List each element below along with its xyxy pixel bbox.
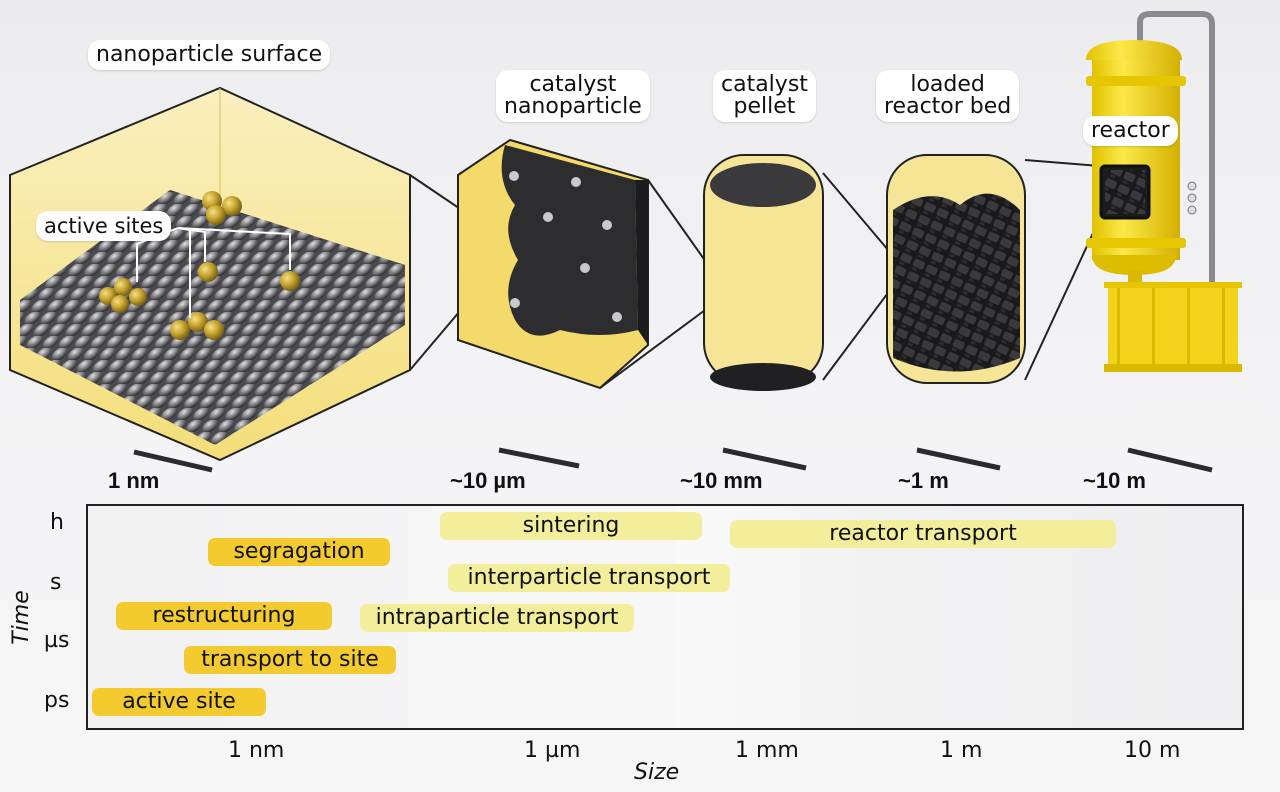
scale-label-10mm: ~10 mm bbox=[680, 468, 763, 493]
scale-bars bbox=[133, 447, 1213, 473]
xtick-1nm: 1 nm bbox=[228, 738, 285, 763]
scale-label-10m: ~10 m bbox=[1083, 468, 1146, 493]
catalyst-nanoparticle-panel bbox=[457, 138, 649, 390]
xtick-1um: 1 µm bbox=[524, 738, 581, 763]
ytick-h: h bbox=[50, 510, 64, 535]
reactor-label: reactor bbox=[1083, 116, 1178, 146]
scale-bar-10um bbox=[498, 447, 580, 469]
scale-bar-10m bbox=[1127, 447, 1213, 473]
scale-illustration bbox=[9, 11, 1242, 473]
process-transport-to-site: transport to site bbox=[184, 646, 396, 674]
process-segragation: segragation bbox=[208, 538, 390, 566]
y-axis-title: Time bbox=[8, 590, 34, 645]
process-sintering: sintering bbox=[440, 512, 702, 540]
process-restructuring: restructuring bbox=[116, 602, 332, 630]
nanoparticle-surface-label: nanoparticle surface bbox=[88, 40, 331, 70]
ytick-us: µs bbox=[44, 628, 70, 653]
process-intraparticle-transport: intraparticle transport bbox=[360, 604, 634, 632]
active-sites-label: active sites bbox=[36, 211, 172, 241]
catalyst-pellet-panel bbox=[703, 154, 824, 391]
xtick-1mm: 1 mm bbox=[735, 738, 799, 763]
xtick-1m: 1 m bbox=[940, 738, 983, 763]
ytick-s: s bbox=[50, 570, 62, 595]
process-active-site: active site bbox=[92, 688, 266, 716]
process-interparticle-transport: interparticle transport bbox=[448, 564, 730, 592]
scale-bar-10mm bbox=[722, 447, 807, 471]
loaded-reactor-bed-label: loaded reactor bed bbox=[876, 70, 1020, 122]
scale-bar-1nm bbox=[133, 449, 213, 473]
xtick-10m: 10 m bbox=[1124, 738, 1181, 763]
catalyst-nanoparticle-label: catalyst nanoparticle bbox=[496, 70, 650, 122]
scale-label-1m: ~1 m bbox=[898, 468, 949, 493]
reactor-illustration bbox=[1086, 11, 1242, 372]
time-size-chart: sintering reactor transport segragation … bbox=[86, 504, 1244, 730]
catalyst-pellet-label: catalyst pellet bbox=[713, 70, 816, 122]
nanoparticle-surface-panel bbox=[9, 86, 411, 462]
ytick-ps: ps bbox=[44, 688, 70, 713]
process-reactor-transport: reactor transport bbox=[730, 520, 1116, 548]
zoom-connector-4 bbox=[1024, 159, 1101, 381]
scale-label-1nm: 1 nm bbox=[108, 468, 160, 493]
scale-label-10um: ~10 µm bbox=[450, 468, 526, 493]
x-axis-title: Size bbox=[634, 760, 680, 785]
loaded-reactor-bed-panel bbox=[886, 154, 1026, 384]
scale-bar-1m bbox=[916, 447, 1001, 471]
